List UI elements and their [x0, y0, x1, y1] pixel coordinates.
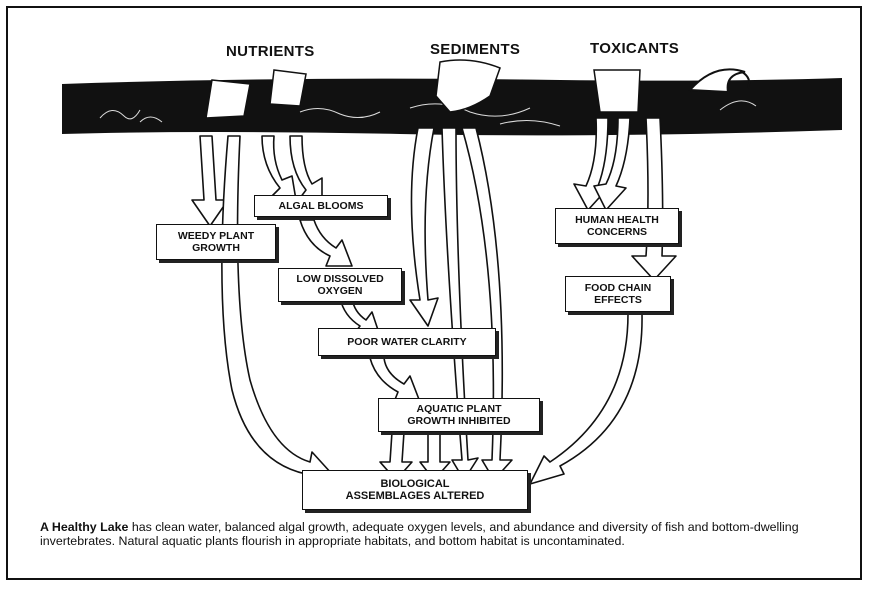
- caption-body: has clean water, balanced algal growth, …: [40, 520, 799, 548]
- effect-poor-water-clarity: POOR WATER CLARITY: [318, 328, 496, 356]
- effect-aquatic-plant-growth-inhibited: AQUATIC PLANT GROWTH INHIBITED: [378, 398, 540, 432]
- nutrient-bag-1: [205, 79, 251, 119]
- arrow-toxicants-health-2: [593, 117, 631, 211]
- arrow-nutrients-weedy: [191, 135, 229, 227]
- arrow-food-bio: [529, 313, 643, 485]
- arrow-algal-lowdo: [299, 219, 353, 267]
- source-toxicants-label: TOXICANTS: [590, 40, 680, 57]
- figure-frame: [6, 6, 862, 580]
- wave-lines: [99, 100, 757, 127]
- wave-crest: [687, 68, 746, 94]
- arrow-clarity-aquatic: [369, 357, 421, 403]
- caption-lead: A Healthy Lake: [40, 520, 129, 534]
- toxicant-container: [593, 69, 641, 113]
- flow-arrows: [191, 117, 677, 485]
- arrow-sediments-bio-1: [441, 127, 479, 481]
- arrow-toxicants-food: [631, 117, 677, 281]
- effect-food-chain-effects: FOOD CHAIN EFFECTS: [565, 276, 671, 312]
- effect-human-health-concerns: HUMAN HEALTH CONCERNS: [555, 208, 679, 244]
- nutrient-bag-2: [269, 69, 307, 107]
- sediment-bag: [435, 59, 501, 113]
- source-nutrients-label: NUTRIENTS: [226, 43, 315, 60]
- arrow-nutrients-algal-2: [289, 135, 323, 203]
- caption: A Healthy Lake has clean water, balanced…: [40, 520, 830, 548]
- effect-low-dissolved-oxygen: LOW DISSOLVED OXYGEN: [278, 268, 402, 302]
- effect-algal-blooms: ALGAL BLOOMS: [254, 195, 388, 217]
- source-sediments-label: SEDIMENTS: [430, 41, 521, 58]
- arrow-lowdo-clarity: [339, 297, 381, 337]
- arrow-nutrients-algal: [261, 135, 297, 201]
- effect-weedy-plant-growth: WEEDY PLANT GROWTH: [156, 224, 276, 260]
- arrow-sediments-clarity: [409, 127, 439, 327]
- effect-biological-assemblages-altered: BIOLOGICAL ASSEMBLAGES ALTERED: [302, 470, 528, 510]
